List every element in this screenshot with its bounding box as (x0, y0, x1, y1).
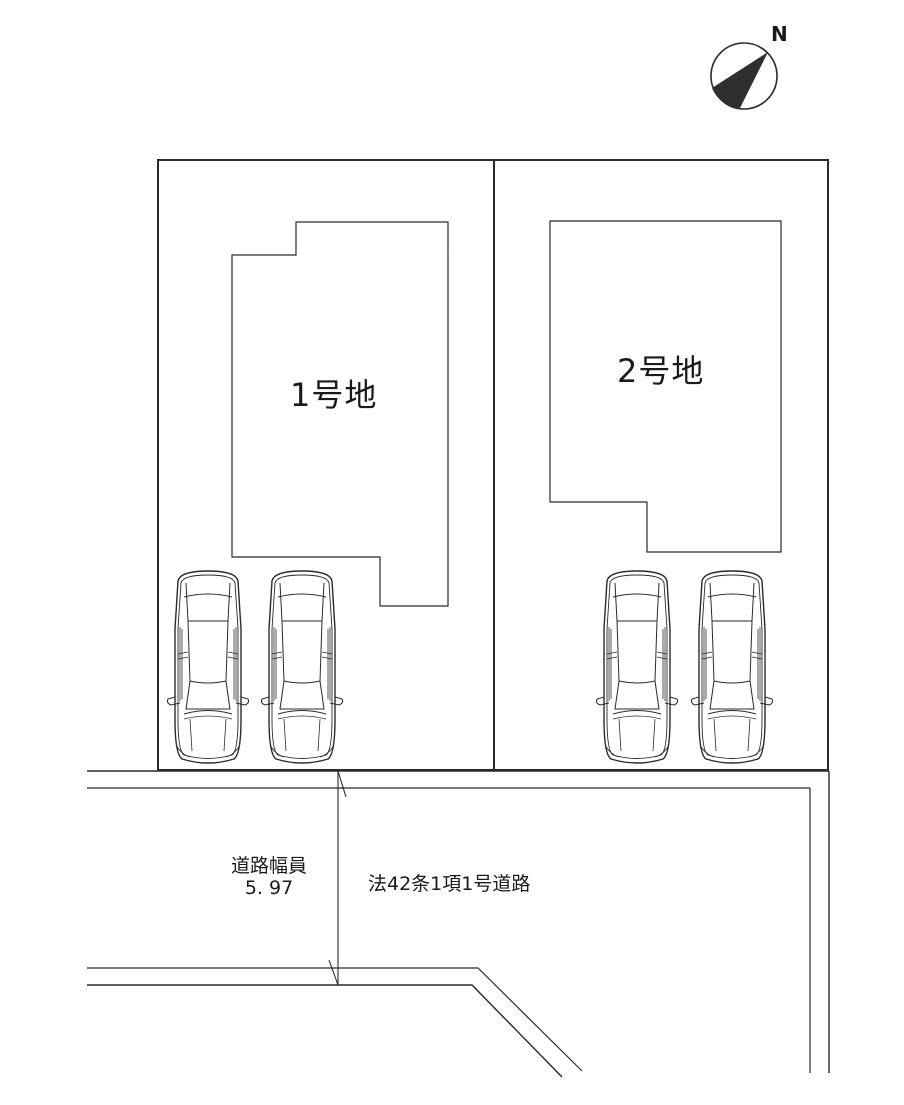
road-width-value: 5. 97 (244, 877, 294, 899)
lot-2-label: 2号地 (617, 352, 705, 390)
lot-2-building-footprint (549, 220, 782, 553)
lot-2-parking-car-2 (690, 570, 774, 764)
lot-1-parking-car-1 (166, 570, 250, 764)
lot-1-boundary (157, 159, 495, 771)
lot-2-boundary (493, 159, 829, 771)
road-width-annotation: 道路幅員 5. 97 (213, 855, 325, 899)
lot-1-parking-car-2 (260, 570, 344, 764)
lot-2-parking-car-1 (595, 570, 679, 764)
north-label: N (771, 22, 788, 46)
road-edges (87, 770, 830, 1078)
lot-1-building-footprint (231, 221, 449, 607)
road-type-label: 法42条1項1号道路 (368, 873, 531, 895)
road-width-dimension-line (328, 770, 347, 986)
north-arrow-icon (710, 42, 778, 110)
road-width-title: 道路幅員 (230, 855, 307, 877)
lot-1-label: 1号地 (290, 376, 378, 414)
